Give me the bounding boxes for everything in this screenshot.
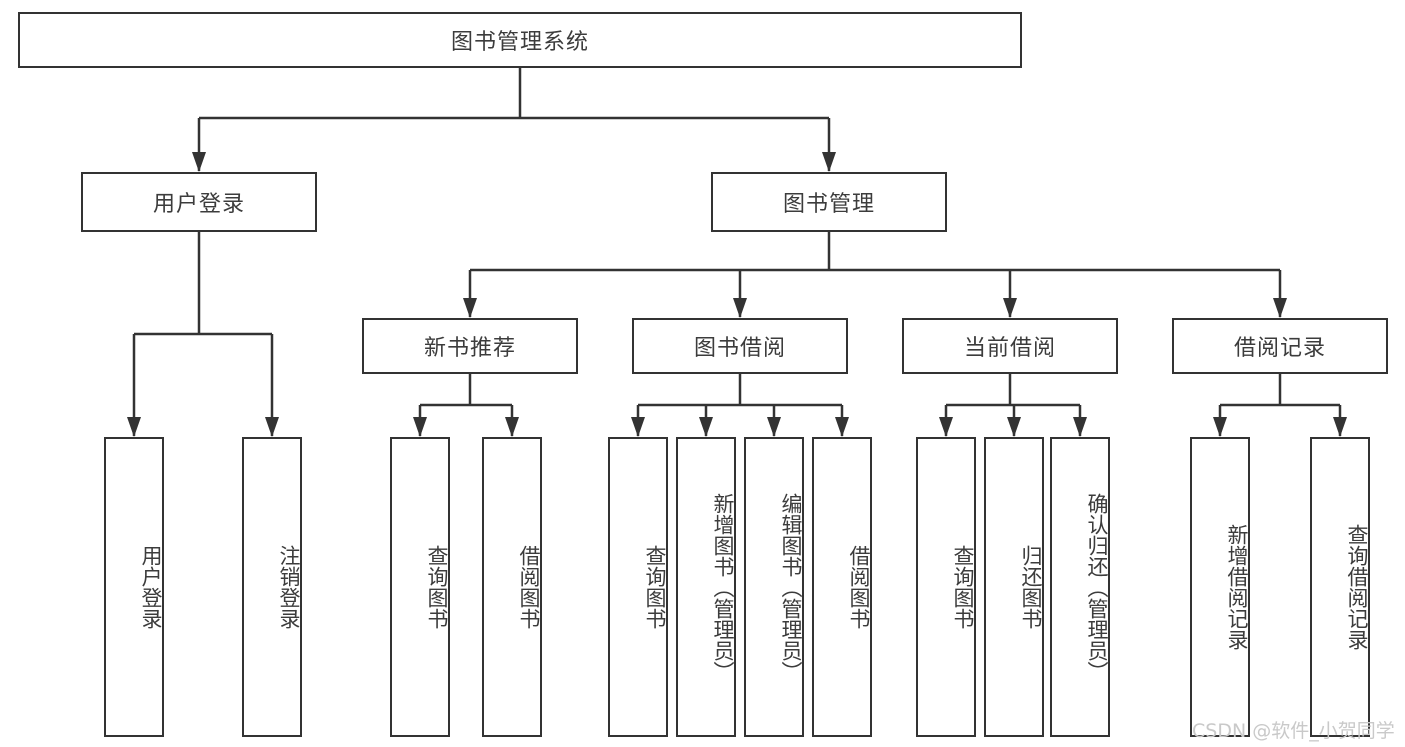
node-label: 查询图书 [951, 545, 975, 629]
node-label: 归还图书 [1019, 545, 1043, 629]
node-current-borrow[interactable]: 当前借阅 [902, 318, 1118, 374]
node-label: 新增图书（管理员） [711, 492, 735, 682]
node-book-manage[interactable]: 图书管理 [711, 172, 947, 232]
arrow-head-icon [1003, 298, 1017, 318]
node-leaf-query-book-current[interactable]: 查询图书 [916, 437, 976, 737]
node-label: 图书借阅 [693, 336, 786, 361]
node-label: 当前借阅 [963, 336, 1056, 361]
node-label: 查询图书 [643, 545, 667, 629]
node-leaf-add-book-admin[interactable]: 新增图书（管理员） [676, 437, 736, 737]
arrow-head-icon [822, 152, 836, 172]
node-leaf-confirm-return-admin[interactable]: 确认归还（管理员） [1050, 437, 1110, 737]
node-label: 用户登录 [152, 192, 245, 217]
arrow-head-icon [1007, 417, 1021, 437]
arrow-head-icon [1213, 417, 1227, 437]
node-leaf-query-book-recommend[interactable]: 查询图书 [390, 437, 450, 737]
node-leaf-edit-book-admin[interactable]: 编辑图书（管理员） [744, 437, 804, 737]
node-leaf-query-book-borrow[interactable]: 查询图书 [608, 437, 668, 737]
arrow-head-icon [413, 417, 427, 437]
arrow-head-icon [699, 417, 713, 437]
arrow-head-icon [1273, 298, 1287, 318]
node-label: 新书推荐 [423, 336, 516, 361]
node-new-book-recommend[interactable]: 新书推荐 [362, 318, 578, 374]
node-label: 注销登录 [277, 545, 301, 629]
node-user-login[interactable]: 用户登录 [81, 172, 317, 232]
node-label: 确认归还（管理员） [1085, 492, 1109, 682]
arrow-head-icon [733, 298, 747, 318]
arrow-head-icon [192, 152, 206, 172]
node-label: 新增借阅记录 [1225, 524, 1249, 650]
arrow-head-icon [265, 417, 279, 437]
node-label: 图书管理 [782, 192, 875, 217]
node-borrow-record[interactable]: 借阅记录 [1172, 318, 1388, 374]
node-leaf-borrow-book[interactable]: 借阅图书 [812, 437, 872, 737]
arrow-head-icon [127, 417, 141, 437]
arrow-head-icon [631, 417, 645, 437]
node-leaf-query-borrow-record[interactable]: 查询借阅记录 [1310, 437, 1370, 737]
node-root[interactable]: 图书管理系统 [18, 12, 1022, 68]
arrow-head-icon [835, 417, 849, 437]
node-label: 借阅图书 [517, 545, 541, 629]
arrow-head-icon [939, 417, 953, 437]
node-label: 查询图书 [425, 545, 449, 629]
arrow-head-icon [463, 298, 477, 318]
node-label: 图书管理系统 [450, 30, 589, 55]
node-leaf-borrow-book-recommend[interactable]: 借阅图书 [482, 437, 542, 737]
arrow-head-icon [767, 417, 781, 437]
node-leaf-logout[interactable]: 注销登录 [242, 437, 302, 737]
node-label: 借阅图书 [847, 545, 871, 629]
arrow-head-icon [1333, 417, 1347, 437]
node-label: 用户登录 [139, 545, 163, 629]
node-leaf-user-login[interactable]: 用户登录 [104, 437, 164, 737]
csdn-watermark: CSDN @软件_小贺同学 [1192, 720, 1395, 742]
node-label: 编辑图书（管理员） [779, 492, 803, 682]
arrow-head-icon [1073, 417, 1087, 437]
node-book-borrow[interactable]: 图书借阅 [632, 318, 848, 374]
node-label: 借阅记录 [1233, 336, 1326, 361]
node-leaf-add-borrow-record[interactable]: 新增借阅记录 [1190, 437, 1250, 737]
node-label: 查询借阅记录 [1345, 524, 1369, 650]
node-leaf-return-book[interactable]: 归还图书 [984, 437, 1044, 737]
arrow-head-icon [505, 417, 519, 437]
